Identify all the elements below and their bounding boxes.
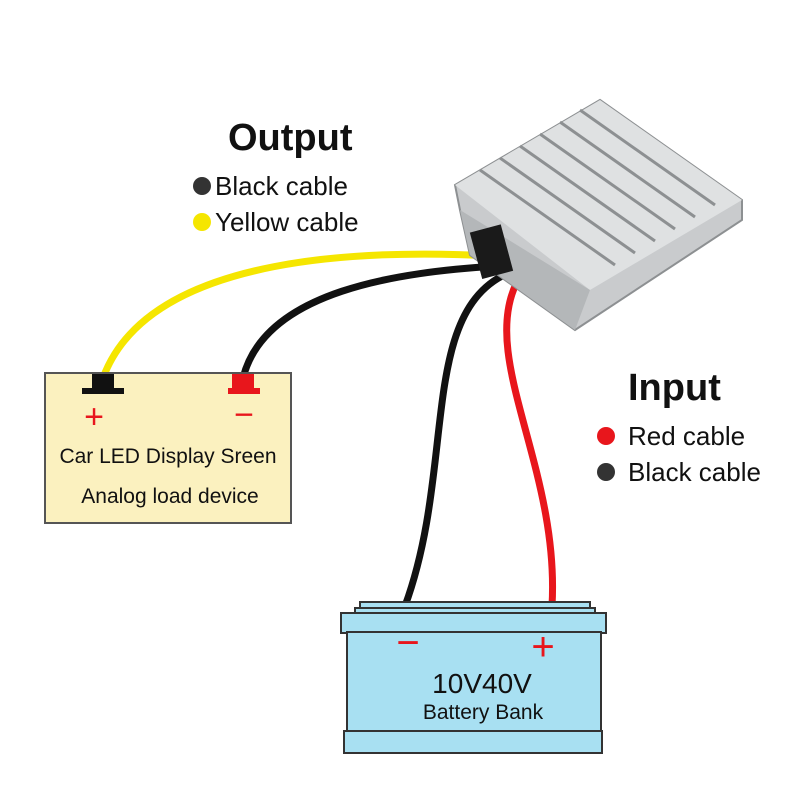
black-cable-dot <box>597 463 615 481</box>
load-description: Analog load device <box>81 485 258 508</box>
input-legend-black: Black cable <box>628 457 761 487</box>
input-legend-red: Red cable <box>628 421 745 451</box>
yellow-cable-dot <box>193 213 211 231</box>
load-minus-terminal: − <box>234 396 254 434</box>
dc-converter-module <box>453 98 743 332</box>
red-input-wire <box>503 282 557 607</box>
battery-label: Battery Bank <box>423 701 544 724</box>
load-device: + − Car LED Display Sreen Analog load de… <box>44 372 292 524</box>
yellow-output-wire <box>99 250 496 380</box>
output-legend-black: Black cable <box>215 171 348 201</box>
battery-minus-terminal: − <box>396 621 419 665</box>
output-title: Output <box>228 117 353 159</box>
battery-bank <box>340 601 607 754</box>
load-plus-terminal: + <box>84 398 104 436</box>
red-cable-dot <box>597 427 615 445</box>
black-input-wire <box>401 272 504 608</box>
load-name: Car LED Display Sreen <box>59 445 276 468</box>
black-output-wire <box>239 262 498 379</box>
black-cable-dot <box>193 177 211 195</box>
output-legend-yellow: Yellow cable <box>215 207 359 237</box>
input-title: Input <box>628 367 721 409</box>
battery-voltage: 10V40V <box>432 668 532 699</box>
battery-plus-terminal: + <box>531 625 554 669</box>
